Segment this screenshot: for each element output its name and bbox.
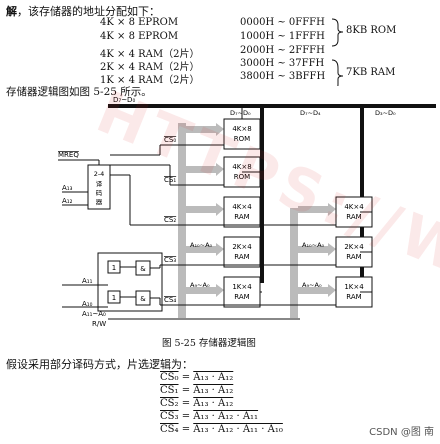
alloc-mem-3: 2K × 4 RAM（2片）: [100, 62, 200, 73]
alloc-mem-4: 1K × 4 RAM（2片）: [100, 75, 200, 86]
svg-text:RAM: RAM: [346, 293, 361, 301]
addr-9-0-left: A₉~A₀: [190, 281, 210, 289]
svg-text:4K×4: 4K×4: [232, 203, 252, 211]
alloc-addr-4: 3800H ~ 3BFFH: [240, 71, 326, 82]
cs-lines: [110, 144, 336, 306]
svg-text:RAM: RAM: [346, 213, 361, 221]
svg-text:RAM: RAM: [346, 253, 361, 261]
alloc-addr-2: 2000H ~ 2FFFH: [240, 45, 325, 56]
alloc-mem-0: 4K × 8 EPROM: [100, 17, 179, 28]
chip-ram2-a: 2K×4 RAM: [223, 236, 261, 268]
figure-caption: 图 5-25 存储器逻辑图: [162, 338, 256, 349]
alloc-mem-1: 4K × 8 EPROM: [100, 31, 179, 42]
gate-wires: [62, 265, 161, 308]
bus-d7-d4: [260, 106, 264, 283]
addr-bus-arrows: [186, 123, 336, 297]
allocation-braces: [331, 18, 344, 86]
and-gate-1-label: &: [140, 265, 146, 273]
svg-text:2K×4: 2K×4: [232, 243, 252, 251]
group-ram: 7KB RAM: [346, 67, 396, 78]
decoder-label-2: 译: [96, 180, 103, 188]
cs0-label: CS₀: [164, 136, 176, 144]
cs3-label: CS₃: [164, 256, 176, 264]
equation-3: CS₃ = A₁₃ · A₁₂ · A₁₁: [160, 411, 259, 422]
intro-line: 解，该存储器的地址分配如下：: [6, 3, 160, 19]
svg-text:1K×4: 1K×4: [232, 283, 252, 291]
alloc-addr-3: 3000H ~ 37FFH: [240, 58, 325, 69]
chip-ram1-a: 1K×4 RAM: [223, 276, 261, 308]
addr-10-0-mid: A₁₀~A₀: [302, 241, 325, 249]
group-rom: 8KB ROM: [346, 25, 397, 36]
and-gate-2-label: &: [140, 295, 146, 303]
svg-text:4K×8: 4K×8: [232, 125, 251, 133]
inverter-2-label: 1: [112, 294, 116, 302]
a11-label: A₁₁: [82, 277, 93, 285]
svg-text:ROM: ROM: [234, 135, 250, 143]
addr-bus-mid: [290, 208, 298, 318]
addr-9-0-mid: A₉~A₀: [302, 281, 322, 289]
svg-text:RAM: RAM: [234, 213, 249, 221]
equation-1: CS₁ = A₁₃ · A₁₂: [160, 385, 234, 396]
bus-label: D₇~D₀: [113, 96, 135, 104]
svg-text:4K×8: 4K×8: [232, 163, 251, 171]
csdn-credit: CSDN @图 南: [369, 427, 434, 438]
equation-2: CS₂ = A₁₃ · A₁₂: [160, 398, 234, 409]
decoder-label-3: 码: [96, 189, 103, 197]
bus-d3-d0: [360, 106, 364, 283]
a11-a0-label: A₁₁~A₀: [82, 310, 106, 318]
chip-rom-0: 4K×8 ROM: [223, 118, 261, 150]
cs4-label: CS₄: [164, 296, 176, 304]
svg-text:1K×4: 1K×4: [344, 283, 364, 291]
a13-label: A₁₃: [62, 184, 73, 192]
a12-label: A₁₂: [62, 197, 73, 205]
gate-block: [97, 252, 163, 312]
alloc-addr-0: 0000H ~ 0FFFH: [240, 17, 325, 28]
decoder-label-1: 2-4: [94, 170, 105, 178]
svg-text:2K×4: 2K×4: [344, 243, 364, 251]
alloc-mem-2: 4K × 4 RAM（2片）: [100, 49, 200, 60]
memory-logic-diagram: D₇~D₀ D₇~D₀ D₇~D₄ D₃~D₀ 4K×8 ROM 4K×8 RO…: [58, 96, 436, 328]
cs1-label: CS₁: [164, 176, 176, 184]
equation-4: CS₄ = A₁₃ · A₁₂ · A₁₁ · A₁₀: [160, 424, 283, 435]
decode-intro: 假设采用部分译码方式，片选逻辑为：: [6, 358, 193, 371]
svg-text:4K×4: 4K×4: [344, 203, 364, 211]
equation-0: CS₀ = A₁₃ · A₁₂: [160, 372, 234, 383]
inverter-1-label: 1: [112, 264, 116, 272]
mreq-label: MREQ: [58, 151, 79, 159]
svg-text:RAM: RAM: [234, 293, 249, 301]
rw-label: R/W: [92, 320, 106, 328]
a10-label: A₁₀: [82, 300, 93, 308]
cs2-label: CS₂: [164, 216, 176, 224]
diagram-intro: 存储器逻辑图如图 5-25 所示。: [6, 86, 152, 98]
svg-text:RAM: RAM: [234, 253, 249, 261]
data-bus: [108, 104, 436, 108]
addr-10-0-left: A₁₀~A₀: [190, 241, 213, 249]
svg-text:ROM: ROM: [234, 173, 250, 181]
sub-bus-left: D₇~D₀: [230, 109, 251, 117]
intro-text: ，该存储器的地址分配如下：: [17, 5, 160, 18]
alloc-addr-1: 1000H ~ 1FFFH: [240, 31, 325, 42]
sub-bus-mid: D₇~D₄: [300, 109, 321, 117]
sub-bus-right: D₃~D₀: [375, 109, 396, 117]
chip-data-lines: [241, 106, 372, 293]
intro-bold: 解: [6, 5, 17, 18]
addr-bus-left: [178, 123, 186, 318]
chip-ram4-a: 4K×4 RAM: [223, 196, 261, 228]
decoder-label-4: 器: [96, 198, 103, 206]
